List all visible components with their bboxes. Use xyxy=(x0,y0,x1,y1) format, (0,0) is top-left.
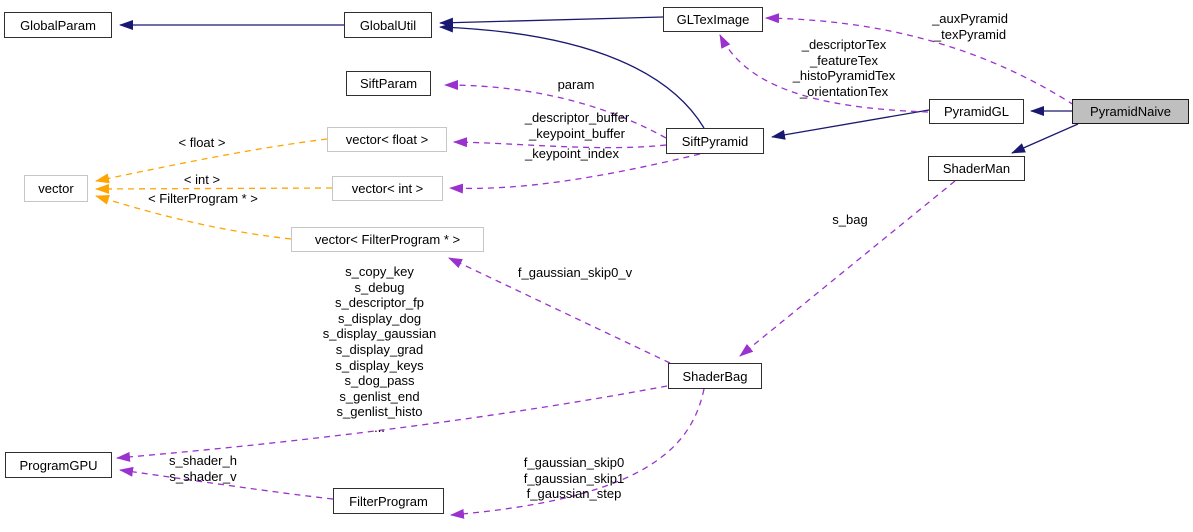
node-pyramidnaive: PyramidNaive xyxy=(1072,99,1189,124)
edge-label-f-gaussian-filters: f_gaussian_skip0 f_gaussian_skip1 f_gaus… xyxy=(523,455,625,502)
edge-gltteximage-to-globalutil xyxy=(439,16,664,28)
edge-label-template-int: < int > xyxy=(183,172,221,187)
edge-pyramidnaive-to-gltteximage xyxy=(765,13,1075,106)
edge-label-f-gaussian-skip0-v: f_gaussian_skip0_v xyxy=(517,265,633,280)
node-gltteximage[interactable]: GLTexImage xyxy=(663,7,763,32)
edge-label-template-filterprogram: < FilterProgram * > xyxy=(148,191,258,206)
edge-shaderbag-to-programgpu xyxy=(116,385,668,462)
node-shaderman[interactable]: ShaderMan xyxy=(928,156,1025,181)
edge-label-descriptor-keypoint-buffer: _descriptor_buffer _keypoint_buffer xyxy=(524,110,630,141)
edge-pyramidgl-to-siftpyramid xyxy=(771,109,930,140)
node-shaderbag[interactable]: ShaderBag xyxy=(668,363,762,389)
edge-label-s-bag: s_bag xyxy=(832,212,868,227)
node-vector-int: vector< int > xyxy=(332,176,443,201)
node-programgpu[interactable]: ProgramGPU xyxy=(5,452,112,478)
edge-siftpyramid-to-globalutil xyxy=(439,22,705,129)
edge-pyramidgl-to-gltteximage xyxy=(719,34,929,113)
node-pyramidgl[interactable]: PyramidGL xyxy=(929,99,1024,124)
edge-label-param: param xyxy=(557,77,595,92)
edge-label-aux-tex-pyramid: _auxPyramid _texPyramid xyxy=(932,11,1008,42)
edge-shaderbag-to-filterprogram xyxy=(450,388,705,519)
edge-vector-int-to-vector xyxy=(95,183,333,194)
node-globalutil[interactable]: GlobalUtil xyxy=(344,12,432,38)
edge-shaderbag-to-vector-filterprogram xyxy=(448,257,671,364)
node-vector-float: vector< float > xyxy=(327,127,447,152)
edge-siftpyramid-to-vector-float xyxy=(453,137,667,149)
edge-label-shader-members: s_copy_key s_debug s_descriptor_fp s_dis… xyxy=(322,264,437,435)
node-vector: vector xyxy=(24,175,88,202)
node-siftparam[interactable]: SiftParam xyxy=(346,71,431,96)
edge-label-keypoint-index: _keypoint_index xyxy=(525,146,619,161)
edge-siftpyramid-to-vector-int xyxy=(449,153,701,194)
edge-vector-float-to-vector xyxy=(95,138,328,184)
edge-shaderman-to-shaderbag xyxy=(739,180,956,357)
edge-pyramidnaive-to-shaderman xyxy=(1011,123,1079,154)
edge-vector-filterprogram-to-vector xyxy=(95,195,292,240)
edge-label-template-float: < float > xyxy=(178,135,226,150)
node-filterprogram[interactable]: FilterProgram xyxy=(333,488,444,514)
node-siftpyramid[interactable]: SiftPyramid xyxy=(666,128,764,154)
edge-label-shader-hv: s_shader_h s_shader_v xyxy=(169,453,237,484)
node-vector-filterprogram: vector< FilterProgram * > xyxy=(291,227,484,252)
edge-label-pyramid-textures: _descriptorTex _featureTex _histoPyramid… xyxy=(792,37,896,99)
edge-filterprogram-to-programgpu xyxy=(119,466,334,500)
node-globalparam[interactable]: GlobalParam xyxy=(4,12,112,38)
edge-siftpyramid-to-siftparam xyxy=(444,80,667,139)
